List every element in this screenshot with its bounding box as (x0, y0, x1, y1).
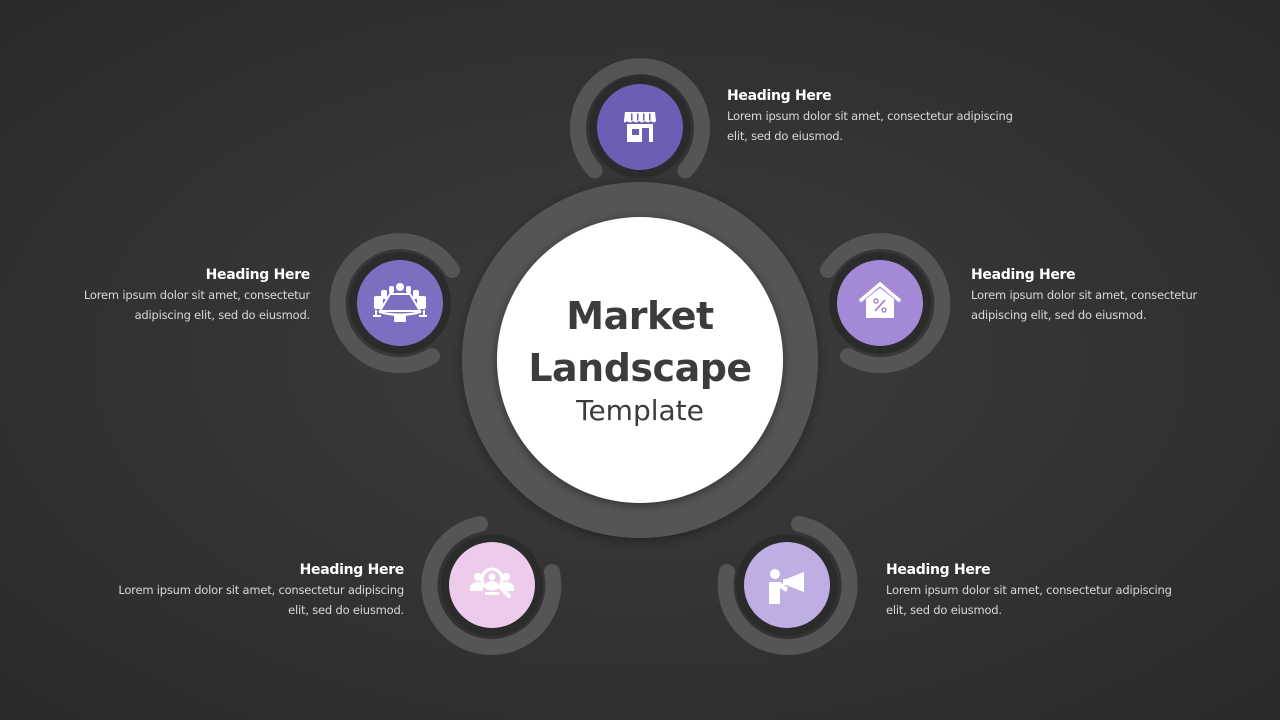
node-right-body-line-1: Lorem ipsum dolor sit amet, consectetur (971, 288, 1198, 302)
node-top-heading: Heading Here (727, 88, 832, 104)
people-search-icon (470, 567, 514, 598)
node-right-heading: Heading Here (971, 267, 1076, 283)
node-bottom-right-heading: Heading Here (886, 562, 991, 578)
node-top-arc (570, 58, 710, 179)
node-bottom-left-text: Heading Here Lorem ipsum dolor sit amet,… (118, 560, 404, 620)
person-megaphone-icon (769, 569, 804, 604)
center-white-circle (497, 217, 783, 503)
node-left-arc (329, 233, 460, 374)
node-left-body-line-2: adipiscing elit, sed do eiusmod. (134, 308, 311, 322)
node-left-body-line-1: Lorem ipsum dolor sit amet, consectetur (83, 288, 310, 302)
node-bottom-right-arc (717, 516, 858, 655)
title-line-2: Landscape (528, 346, 752, 390)
title-line-1: Market (566, 294, 714, 338)
node-top-body-line-2: elit, sed do eiusmod. (727, 129, 843, 143)
node-bottom-right-body-line-1: Lorem ipsum dolor sit amet, consectetur … (886, 583, 1172, 597)
subtitle: Template (576, 394, 704, 427)
node-bottom-left-heading: Heading Here (299, 562, 405, 578)
center-hub (462, 182, 818, 538)
node-bottom-right-body-line-2: elit, sed do eiusmod. (886, 603, 1002, 617)
node-right-text: Heading Here Lorem ipsum dolor sit amet,… (971, 265, 1197, 325)
node-top-body-line-1: Lorem ipsum dolor sit amet, consectetur … (727, 109, 1013, 123)
node-top (570, 58, 710, 179)
node-right-body-line-2: adipiscing elit, sed do eiusmod. (971, 308, 1147, 322)
conference-table-icon (373, 283, 427, 322)
node-bottom-left-body-line-1: Lorem ipsum dolor sit amet, consectetur … (118, 583, 404, 597)
node-top-text: Heading Here Lorem ipsum dolor sit amet,… (727, 86, 1013, 146)
node-bottom-left-arc (421, 516, 562, 655)
node-bottom-right-text: Heading Here Lorem ipsum dolor sit amet,… (886, 560, 1172, 620)
node-right-arc (820, 233, 951, 374)
node-left-text: Heading Here Lorem ipsum dolor sit amet,… (84, 265, 310, 325)
house-percent-icon (858, 281, 902, 318)
storefront-icon (624, 112, 656, 142)
center-title-block: Market Landscape Template (497, 217, 783, 503)
node-bottom-left-body-line-2: elit, sed do eiusmod. (288, 603, 404, 617)
node-left-heading: Heading Here (205, 267, 311, 283)
